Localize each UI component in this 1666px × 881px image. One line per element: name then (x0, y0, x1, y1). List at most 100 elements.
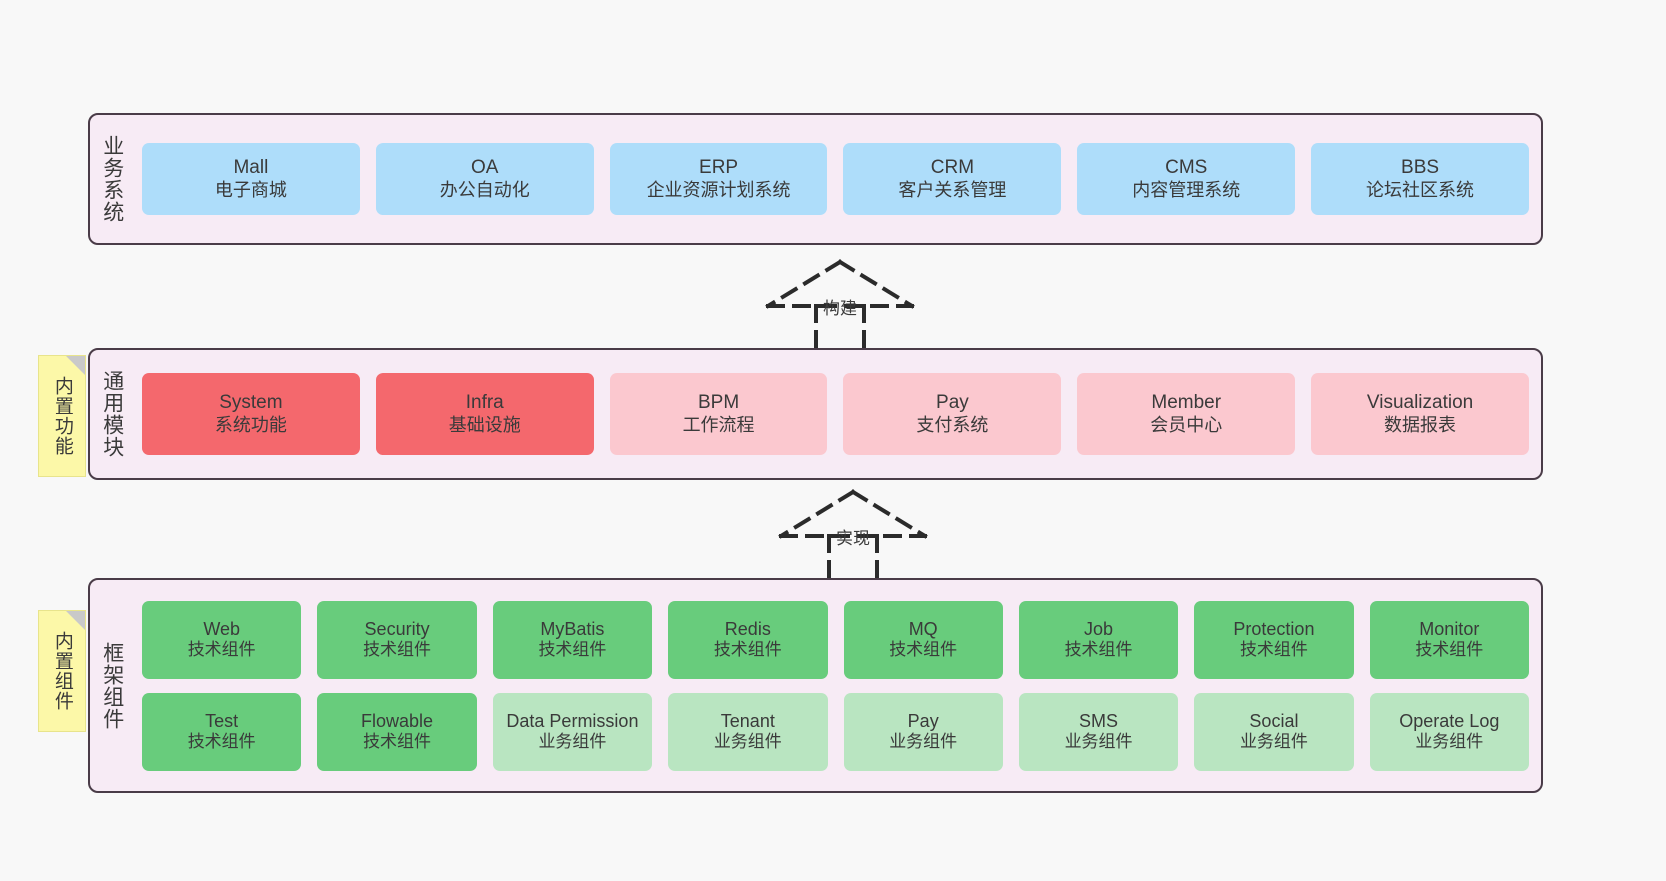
component-title-en: Data Permission (506, 710, 639, 731)
module-title-en: CRM (930, 157, 975, 179)
module-title-cn: 工作流程 (682, 414, 755, 435)
module-title-cn: 电子商城 (214, 179, 287, 200)
module-box-bpm[interactable]: BPM 工作流程 (609, 373, 828, 455)
module-row: Mall 电子商城 OA 办公自动化 ERP 企业资源计划系统 CRM 客户关系… (142, 143, 1529, 215)
component-box-monitor[interactable]: Monitor 技术组件 (1369, 600, 1529, 679)
component-title-en: Web (203, 618, 241, 639)
component-box-mq[interactable]: MQ 技术组件 (843, 600, 1003, 679)
module-title-en: Member (1151, 392, 1222, 414)
module-title-cn: 企业资源计划系统 (646, 179, 791, 200)
component-title-cn: 业务组件 (1064, 732, 1133, 752)
component-box-job[interactable]: Job 技术组件 (1018, 600, 1179, 679)
component-title-cn: 业务组件 (538, 732, 607, 752)
component-title-en: Pay (907, 710, 939, 731)
module-title-cn: 论坛社区系统 (1366, 179, 1475, 200)
component-box-redis[interactable]: Redis 技术组件 (668, 600, 828, 679)
component-title-cn: 业务组件 (889, 732, 958, 752)
component-row-business: Test 技术组件 Flowable 技术组件 Data Permission … (142, 692, 1529, 771)
component-box-web[interactable]: Web 技术组件 (142, 600, 302, 679)
module-box-system[interactable]: System 系统功能 (142, 373, 360, 455)
module-title-cn: 办公自动化 (439, 179, 530, 200)
connector-label-build: 构建 (823, 299, 857, 318)
module-title-en: BPM (697, 392, 740, 414)
layer-business-system: 业务系统 Mall 电子商城 OA 办公自动化 ERP 企业资源计划系统 CRM… (88, 113, 1543, 245)
component-box-operate-log[interactable]: Operate Log 业务组件 (1369, 692, 1529, 771)
component-title-en: MQ (908, 618, 938, 639)
component-box-tenant[interactable]: Tenant 业务组件 (668, 692, 828, 771)
module-box-oa[interactable]: OA 办公自动化 (375, 143, 594, 215)
component-title-en: Redis (724, 618, 771, 639)
sticky-note-builtin-components: 内置组件 (38, 610, 86, 732)
layer-label-common-module: 通用模块 (100, 370, 124, 458)
component-title-en: Security (364, 618, 430, 639)
component-box-flowable[interactable]: Flowable 技术组件 (317, 692, 477, 771)
module-box-cms[interactable]: CMS 内容管理系统 (1077, 143, 1296, 215)
layer-framework-component: 框架组件 Web 技术组件 Security 技术组件 MyBatis 技术组件… (88, 578, 1543, 793)
module-title-cn: 基础设施 (448, 414, 521, 435)
layer-label-business-system: 业务系统 (100, 135, 124, 223)
component-title-cn: 技术组件 (538, 640, 607, 660)
component-title-cn: 技术组件 (713, 640, 782, 660)
module-box-crm[interactable]: CRM 客户关系管理 (843, 143, 1062, 215)
module-row: System 系统功能 Infra 基础设施 BPM 工作流程 Pay 支付系统… (142, 373, 1529, 455)
module-title-cn: 数据报表 (1384, 414, 1457, 435)
component-title-en: SMS (1079, 710, 1119, 731)
component-box-security[interactable]: Security 技术组件 (317, 600, 477, 679)
component-title-cn: 技术组件 (1239, 640, 1308, 660)
component-title-cn: 技术组件 (187, 640, 256, 660)
module-title-cn: 内容管理系统 (1132, 179, 1241, 200)
component-title-cn: 业务组件 (1415, 732, 1484, 752)
component-title-cn: 业务组件 (1239, 732, 1308, 752)
layer-body-framework-component: Web 技术组件 Security 技术组件 MyBatis 技术组件 Redi… (134, 580, 1541, 791)
module-title-en: Pay (936, 392, 969, 414)
module-title-cn: 支付系统 (916, 414, 989, 435)
module-title-en: Visualization (1366, 392, 1474, 414)
module-title-en: BBS (1401, 157, 1440, 179)
sticky-note-builtin-features: 内置功能 (38, 355, 86, 477)
layer-common-module: 通用模块 System 系统功能 Infra 基础设施 BPM 工作流程 Pay… (88, 348, 1543, 480)
component-box-data-permission[interactable]: Data Permission 业务组件 (492, 692, 653, 771)
component-box-social[interactable]: Social 业务组件 (1194, 692, 1354, 771)
component-title-en: Tenant (720, 710, 775, 731)
component-row-tech: Web 技术组件 Security 技术组件 MyBatis 技术组件 Redi… (142, 600, 1529, 679)
layer-body-common-module: System 系统功能 Infra 基础设施 BPM 工作流程 Pay 支付系统… (134, 350, 1541, 478)
component-title-en: Social (1249, 710, 1299, 731)
module-title-cn: 会员中心 (1150, 414, 1223, 435)
component-title-cn: 技术组件 (363, 640, 432, 660)
component-box-pay[interactable]: Pay 业务组件 (843, 692, 1003, 771)
module-title-cn: 系统功能 (214, 414, 287, 435)
component-title-en: Protection (1233, 618, 1315, 639)
module-box-visualization[interactable]: Visualization 数据报表 (1311, 373, 1529, 455)
component-title-cn: 业务组件 (713, 732, 782, 752)
component-box-test[interactable]: Test 技术组件 (142, 692, 302, 771)
component-box-mybatis[interactable]: MyBatis 技术组件 (492, 600, 653, 679)
component-title-cn: 技术组件 (1064, 640, 1133, 660)
module-box-member[interactable]: Member 会员中心 (1077, 373, 1296, 455)
module-title-en: Mall (233, 157, 269, 179)
module-box-bbs[interactable]: BBS 论坛社区系统 (1311, 143, 1529, 215)
module-box-erp[interactable]: ERP 企业资源计划系统 (609, 143, 828, 215)
component-title-en: Test (205, 710, 239, 731)
module-title-en: CMS (1165, 157, 1208, 179)
module-title-en: Infra (465, 392, 504, 414)
component-title-cn: 技术组件 (1415, 640, 1484, 660)
component-title-cn: 技术组件 (889, 640, 958, 660)
layer-label-framework-component: 框架组件 (100, 641, 124, 730)
component-title-en: Operate Log (1399, 710, 1500, 731)
connector-label-realize: 实现 (836, 529, 870, 548)
module-title-en: ERP (699, 157, 739, 179)
component-title-en: MyBatis (540, 618, 605, 639)
module-box-pay[interactable]: Pay 支付系统 (843, 373, 1062, 455)
module-title-en: OA (471, 157, 499, 179)
component-box-protection[interactable]: Protection 技术组件 (1194, 600, 1354, 679)
module-box-infra[interactable]: Infra 基础设施 (375, 373, 594, 455)
component-title-en: Job (1084, 618, 1114, 639)
sticky-note-text: 内置组件 (51, 631, 73, 711)
module-box-mall[interactable]: Mall 电子商城 (142, 143, 360, 215)
module-title-en: System (219, 392, 283, 414)
connector-realize: 实现 (773, 488, 933, 588)
component-box-sms[interactable]: SMS 业务组件 (1018, 692, 1179, 771)
component-title-en: Monitor (1419, 618, 1480, 639)
sticky-note-text: 内置功能 (51, 376, 73, 456)
